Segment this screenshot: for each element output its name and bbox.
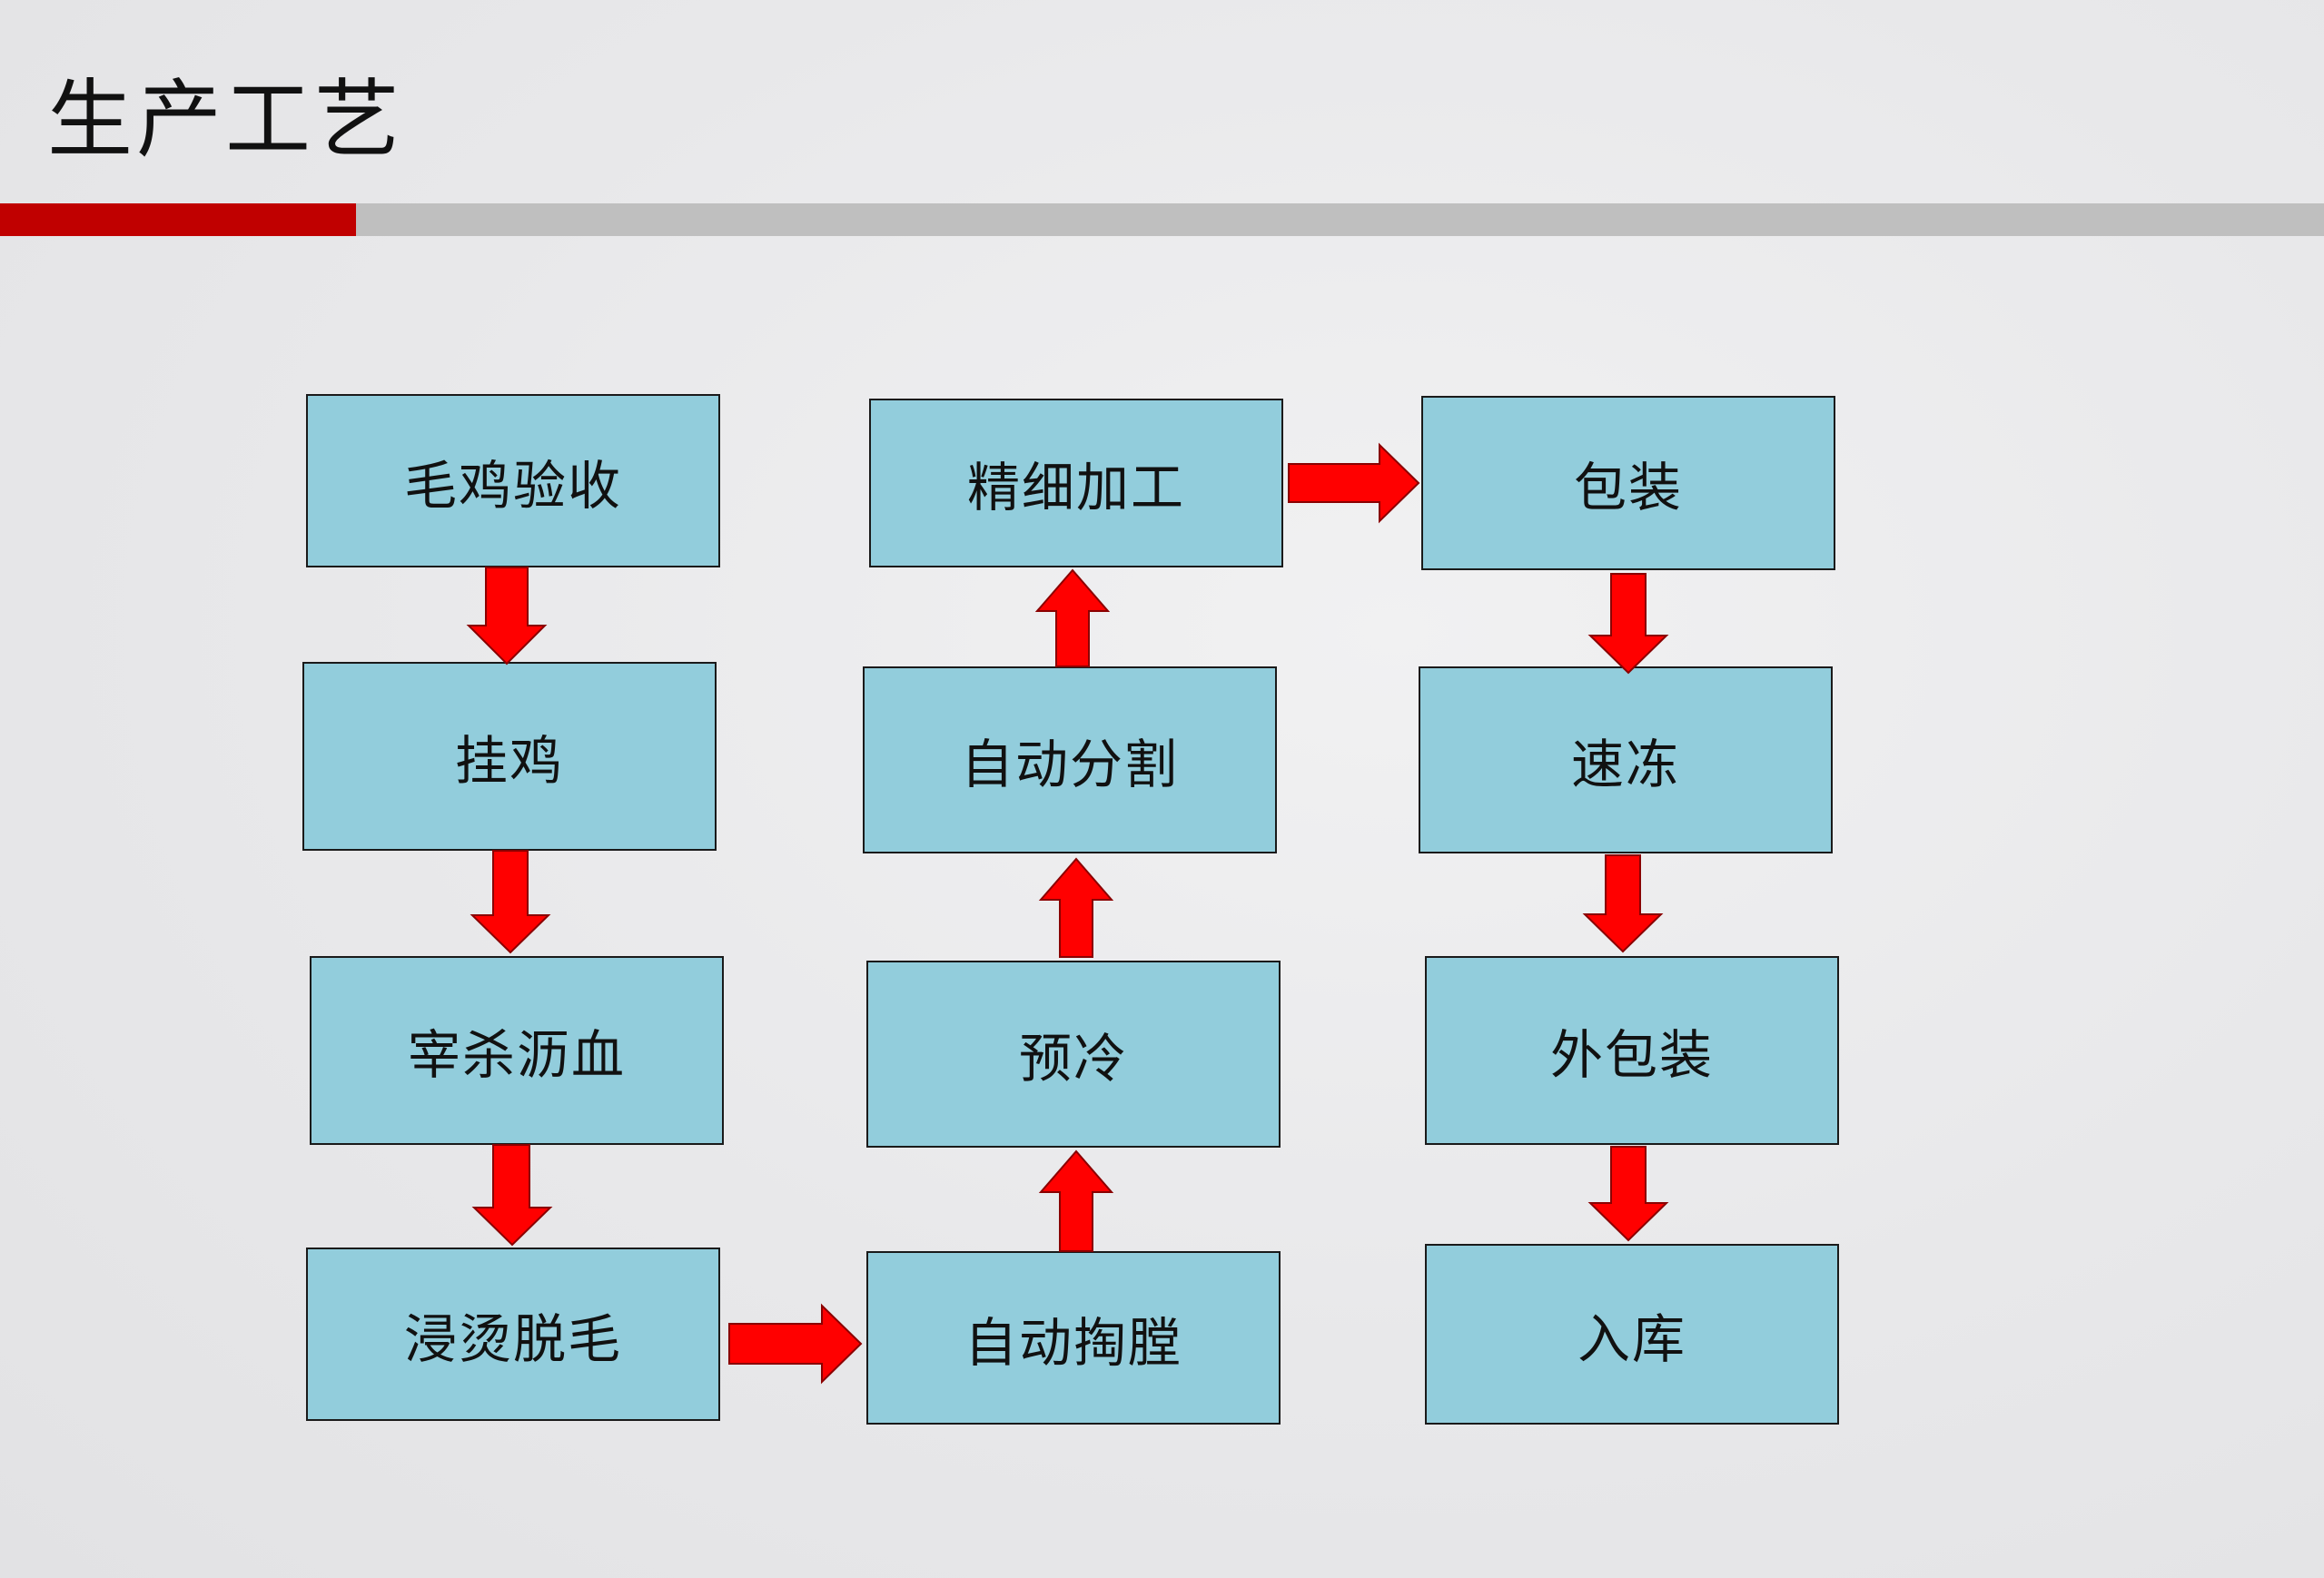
arrow-up-icon bbox=[1038, 857, 1114, 958]
step-box-8: 精细加工 bbox=[869, 399, 1283, 567]
step-label: 入库 bbox=[1577, 1307, 1686, 1370]
arrow-right-icon bbox=[728, 1303, 863, 1385]
step-label: 预冷 bbox=[1018, 1028, 1128, 1090]
title-bar-accent bbox=[0, 203, 356, 236]
step-box-4: 浸烫脱毛 bbox=[306, 1248, 720, 1421]
step-label: 包装 bbox=[1573, 457, 1683, 518]
step-label: 自动分割 bbox=[960, 734, 1179, 795]
step-box-2: 挂鸡 bbox=[302, 662, 717, 851]
step-box-7: 自动分割 bbox=[863, 666, 1277, 853]
step-label: 速冻 bbox=[1570, 734, 1680, 795]
arrow-up-icon bbox=[1034, 568, 1111, 667]
step-label: 挂鸡 bbox=[454, 730, 564, 792]
arrow-down-icon bbox=[470, 850, 551, 954]
title-bar-rest bbox=[356, 203, 2324, 236]
step-label: 浸烫脱毛 bbox=[403, 1307, 622, 1370]
step-label: 毛鸡验收 bbox=[403, 454, 622, 517]
step-box-11: 外包装 bbox=[1425, 956, 1839, 1145]
step-label: 宰杀沥血 bbox=[407, 1024, 626, 1086]
arrow-down-icon bbox=[1582, 854, 1664, 953]
step-label: 自动掏膛 bbox=[964, 1311, 1182, 1374]
step-box-1: 毛鸡验收 bbox=[306, 394, 720, 567]
step-label: 外包装 bbox=[1549, 1024, 1714, 1086]
step-box-3: 宰杀沥血 bbox=[310, 956, 724, 1145]
step-box-12: 入库 bbox=[1425, 1244, 1839, 1425]
arrow-down-icon bbox=[1587, 1146, 1669, 1242]
slide-title: 生产工艺 bbox=[47, 71, 404, 170]
arrow-down-icon bbox=[1587, 573, 1669, 675]
arrow-down-icon bbox=[466, 567, 548, 666]
step-box-9: 包装 bbox=[1421, 396, 1835, 570]
step-box-6: 预冷 bbox=[866, 961, 1281, 1148]
step-box-10: 速冻 bbox=[1419, 666, 1833, 853]
title-divider-bar bbox=[0, 203, 2324, 236]
arrow-down-icon bbox=[471, 1144, 553, 1247]
arrow-up-icon bbox=[1038, 1149, 1114, 1252]
step-label: 精细加工 bbox=[966, 457, 1185, 518]
step-box-5: 自动掏膛 bbox=[866, 1251, 1281, 1425]
arrow-right-icon bbox=[1288, 442, 1420, 524]
